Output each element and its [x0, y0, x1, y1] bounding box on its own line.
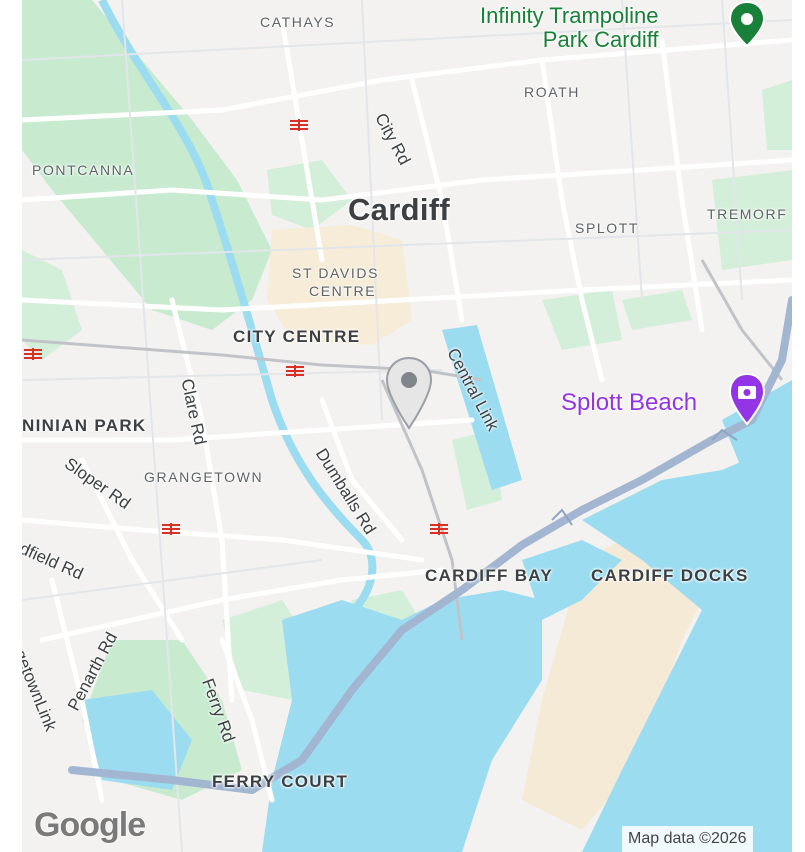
district-label-grangetown: GRANGETOWN: [144, 469, 264, 485]
rail-station-icon[interactable]: [428, 521, 450, 537]
district-label-st-davids: ST DAVIDS: [292, 265, 380, 281]
district-label-city-centre: CITY CENTRE: [233, 327, 361, 346]
park-pin-icon[interactable]: [727, 0, 767, 50]
poi-label-splott-beach[interactable]: Splott Beach: [561, 389, 698, 416]
camera-pin-icon[interactable]: [727, 372, 767, 428]
district-label-ninian-park: NINIAN PARK: [22, 416, 147, 435]
map-basemap: [22, 0, 792, 852]
district-label-st-davids-centre: CENTRE: [309, 283, 377, 299]
location-pin-icon[interactable]: [384, 356, 434, 432]
poi-name-line2: Park Cardiff: [542, 27, 659, 52]
district-label-ferry-court: FERRY COURT: [212, 772, 349, 791]
district-label-tremorfa: TREMORF: [707, 206, 788, 222]
district-label-cardiff-bay: CARDIFF BAY: [425, 566, 553, 585]
city-label: Cardiff: [348, 192, 450, 227]
district-label-cardiff-docks: CARDIFF DOCKS: [591, 566, 749, 585]
district-label-splott: SPLOTT: [575, 220, 640, 236]
district-label-pontcanna: PONTCANNA: [32, 162, 135, 178]
poi-label-infinity-trampoline[interactable]: Infinity Trampoline Park Cardiff: [480, 4, 659, 52]
rail-station-icon[interactable]: [284, 363, 306, 379]
map-attribution[interactable]: Map data ©2026: [622, 826, 753, 852]
rail-station-icon[interactable]: [22, 346, 44, 362]
poi-name-line1: Infinity Trampoline: [480, 3, 659, 28]
district-label-roath: ROATH: [524, 84, 580, 100]
google-logo[interactable]: Google: [33, 805, 147, 845]
rail-station-icon[interactable]: [160, 521, 182, 537]
rail-station-icon[interactable]: [288, 117, 310, 133]
district-label-cathays: CATHAYS: [260, 14, 336, 30]
map-canvas[interactable]: CATHAYS ROATH PONTCANNA SPLOTT TREMORF S…: [22, 0, 792, 852]
